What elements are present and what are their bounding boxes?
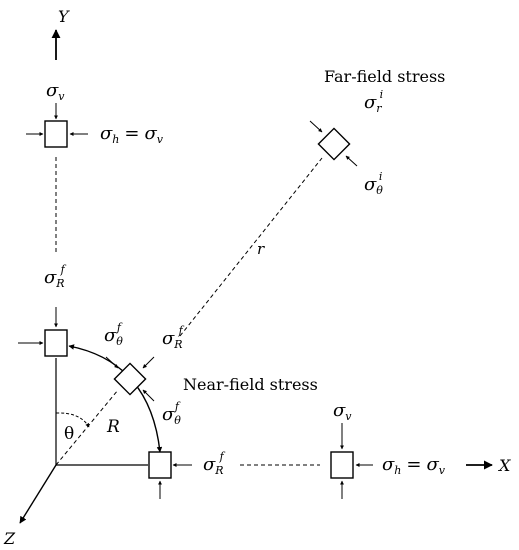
label-theta: θ: [64, 424, 74, 444]
label-sigma-h-eq-sigma-v-top: σh=σv: [100, 123, 164, 146]
element-box: [44, 120, 68, 148]
r-dashed-line: [179, 157, 323, 337]
label-R: R: [106, 417, 120, 437]
element-box: [44, 329, 68, 357]
element-near-bottom: σRf: [148, 450, 226, 499]
far-field-title: Far-field stress: [324, 67, 445, 86]
label-sigma-r-i: σri: [364, 88, 383, 115]
label-sigma-R-f-diamond: σRf: [162, 324, 185, 351]
z-axis-arrow: [19, 464, 57, 524]
element-far-diamond: σri σθi: [309, 88, 383, 197]
y-axis-label: Y: [58, 7, 70, 26]
element-near-diamond: σθf σRf σθf: [104, 321, 185, 427]
label-sigma-R-f-left: σRf: [44, 263, 67, 290]
element-far-right: σv σh=σv: [330, 400, 446, 499]
label-sigma-v-top: σv: [46, 80, 65, 103]
element-near-left: σRf: [18, 263, 68, 357]
element-box: [148, 451, 172, 479]
radius-dashed-line: [55, 389, 119, 466]
label-r: r: [257, 240, 265, 258]
element-top-left: σv σh=σv: [26, 80, 164, 148]
label-sigma-theta-f-diamond-low: σθf: [162, 400, 181, 427]
element-box: [113, 362, 147, 396]
label-sigma-R-f-bottom: σRf: [203, 450, 226, 477]
label-sigma-theta-f-near: σθf: [104, 321, 123, 348]
element-box: [330, 451, 354, 479]
theta-dashed-arc: [55, 412, 90, 428]
x-axis-label: X: [497, 456, 511, 475]
z-axis-label: Z: [3, 529, 16, 548]
label-sigma-v-right: σv: [333, 400, 352, 423]
label-sigma-theta-i: σθi: [364, 170, 383, 197]
element-box: [317, 127, 351, 161]
near-field-title: Near-field stress: [183, 375, 318, 394]
label-sigma-h-eq-sigma-v-right: σh=σv: [382, 454, 446, 477]
